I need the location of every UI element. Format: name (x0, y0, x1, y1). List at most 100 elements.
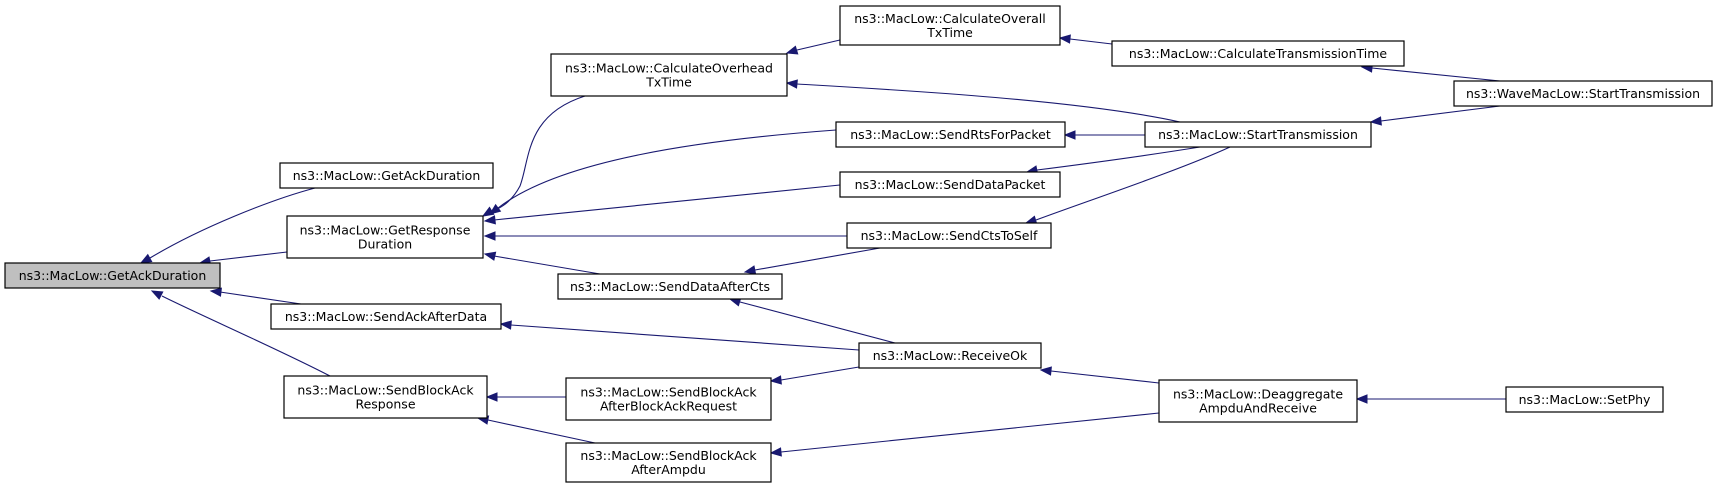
node-label-line: ns3::MacLow::SendBlockAck (297, 383, 474, 398)
edge-getack2-to-root (139, 187, 316, 264)
node-label-line: ns3::MacLow::CalculateTransmissionTime (1129, 46, 1388, 61)
arrowhead (769, 375, 782, 385)
node-box (839, 5, 1061, 46)
edge-deaggregate-to-sbaafterampdu (769, 412, 1160, 457)
arrowhead (209, 287, 222, 297)
edge-line (497, 129, 837, 209)
edge-line (1069, 38, 1113, 45)
arrowhead (1058, 34, 1071, 44)
edge-line (510, 324, 860, 351)
edge-line (739, 301, 896, 344)
node-wavestart[interactable]: ns3::WaveMacLow::StartTransmission (1453, 80, 1713, 107)
edge-line (1036, 146, 1201, 171)
arrowhead (483, 231, 496, 241)
node-label-line: ns3::MacLow::SendDataPacket (855, 177, 1046, 192)
node-box (279, 162, 494, 189)
edge-line (1371, 67, 1501, 82)
node-label-line: ns3::MacLow::Deaggregate (1173, 387, 1343, 402)
edge-wavestart-to-starttx (1369, 105, 1501, 126)
edge-senddataaftercts-to-getresp (483, 251, 601, 275)
edge-line (754, 247, 881, 271)
node-label-line: ns3::WaveMacLow::StartTransmission (1466, 86, 1700, 101)
edge-calcoverhead-to-getresp (481, 95, 586, 217)
edge-line (1035, 146, 1231, 221)
node-sbaafterreq[interactable]: ns3::MacLow::SendBlockAckAfterBlockAckRe… (565, 377, 772, 421)
edge-line (1380, 105, 1501, 122)
node-box (835, 121, 1066, 148)
edge-starttx-to-sendrts (1063, 130, 1145, 140)
node-getack2[interactable]: ns3::MacLow::GetAckDuration (279, 162, 494, 189)
node-starttx[interactable]: ns3::MacLow::StartTransmission (1144, 121, 1372, 148)
node-label-line: TxTime (926, 25, 973, 40)
node-label-line: ns3::MacLow::ReceiveOk (873, 348, 1028, 363)
node-sendrts[interactable]: ns3::MacLow::SendRtsForPacket (835, 121, 1066, 148)
node-label-line: ns3::MacLow::SendBlockAck (580, 448, 757, 463)
node-label-line: ns3::MacLow::CalculateOverhead (565, 61, 773, 76)
arrowhead (1039, 366, 1052, 376)
arrowhead (785, 45, 799, 55)
arrowhead (499, 320, 512, 330)
edge-sendackafterdata-to-root (209, 287, 302, 305)
node-box (286, 215, 484, 259)
edge-line (487, 419, 596, 444)
edge-line (493, 255, 601, 275)
node-label-line: AfterBlockAckRequest (600, 399, 737, 414)
edge-line (796, 83, 1181, 123)
arrowhead (743, 265, 757, 275)
node-box (1144, 121, 1372, 148)
node-label-line: ns3::MacLow::GetAckDuration (293, 168, 481, 183)
edge-line (161, 295, 331, 377)
node-senddatapacket[interactable]: ns3::MacLow::SendDataPacket (839, 171, 1061, 198)
node-label-line: ns3::MacLow::StartTransmission (1158, 127, 1358, 142)
edge-deaggregate-to-receiveok (1039, 366, 1160, 384)
node-box (565, 377, 772, 421)
arrowhead (483, 215, 496, 225)
edge-line (796, 39, 841, 51)
node-calctransmission[interactable]: ns3::MacLow::CalculateTransmissionTime (1111, 40, 1405, 67)
arrowhead (483, 251, 497, 261)
node-box (565, 442, 772, 483)
node-receiveok[interactable]: ns3::MacLow::ReceiveOk (858, 342, 1042, 369)
edge-receiveok-to-senddataaftercts (728, 297, 896, 344)
edge-sendctstoself-to-senddataaftercts (743, 247, 881, 275)
edge-line (487, 95, 586, 214)
arrowhead (488, 203, 502, 215)
arrowhead (1063, 130, 1076, 140)
edge-line (780, 366, 860, 381)
node-label-line: ns3::MacLow::SendCtsToSelf (861, 228, 1038, 243)
edge-starttx-to-calcoverhead (785, 79, 1181, 123)
node-label-line: AmpduAndReceive (1199, 401, 1317, 416)
node-label-line: AfterAmpdu (631, 462, 706, 477)
node-root[interactable]: ns3::MacLow::GetAckDuration (4, 262, 221, 289)
edge-sendblockackresp-to-root (150, 290, 331, 377)
node-sendackafterdata[interactable]: ns3::MacLow::SendAckAfterData (270, 303, 502, 330)
node-box (1453, 80, 1713, 107)
node-sendctstoself[interactable]: ns3::MacLow::SendCtsToSelf (846, 222, 1052, 249)
node-senddataaftercts[interactable]: ns3::MacLow::SendDataAfterCts (557, 273, 783, 300)
arrowhead (1369, 116, 1382, 126)
node-box (557, 273, 783, 300)
node-label-line: Response (355, 397, 415, 412)
node-box (4, 262, 221, 289)
edge-line (493, 184, 841, 221)
node-setphy[interactable]: ns3::MacLow::SetPhy (1505, 386, 1664, 413)
edge-starttx-to-sendctstoself (1024, 146, 1231, 225)
edge-line (780, 412, 1160, 453)
node-box (550, 53, 788, 97)
edge-receiveok-to-sendackafterdata (499, 320, 860, 351)
arrowhead (139, 253, 153, 264)
edge-line (219, 291, 302, 305)
arrowhead (769, 447, 782, 457)
node-label-line: TxTime (645, 75, 692, 90)
node-label-line: ns3::MacLow::SetPhy (1519, 392, 1651, 407)
node-label-line: ns3::MacLow::GetResponse (300, 223, 471, 238)
node-box (858, 342, 1042, 369)
node-box (1111, 40, 1405, 67)
